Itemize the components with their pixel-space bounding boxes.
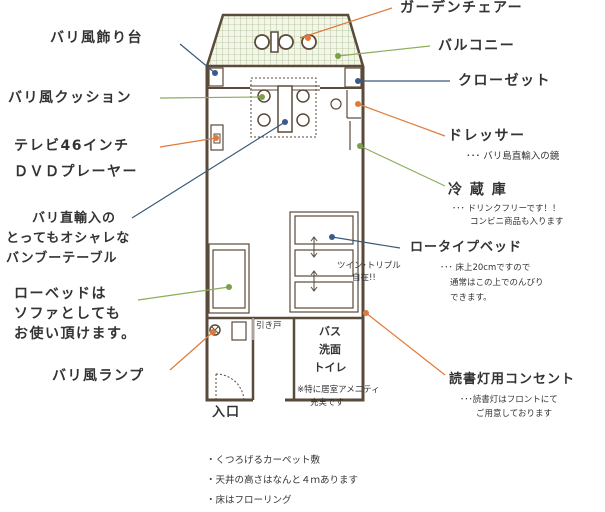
label-dvd: ＤＶＤプレーヤー <box>14 164 138 180</box>
footnote-2: ・天井の高さはなんと４ｍあります <box>206 475 359 486</box>
label-low-bed: ロータイプベッド <box>410 240 523 255</box>
low-bed-note-1: ･･･ 床上20cmですので <box>440 263 531 273</box>
marker-dot <box>357 143 363 149</box>
label-washroom: 洗面 <box>319 343 341 356</box>
garden-table <box>270 31 279 53</box>
label-sofa-2: ソファとしても <box>14 306 122 322</box>
garden-chair <box>254 34 270 50</box>
label-reading-outlet: 読書灯用コンセント <box>449 372 576 387</box>
marker-dot <box>335 53 341 59</box>
label-table-2: とってもオシャレな <box>6 231 131 246</box>
label-sofa-1: ローベッドは <box>14 286 107 302</box>
label-balcony: バルコニー <box>438 38 516 54</box>
label-bath: バス <box>319 325 341 338</box>
label-fridge: 冷 蔵 庫 <box>448 182 508 198</box>
twin-note-2: 自在!! <box>352 273 376 283</box>
marker-dot <box>355 78 361 84</box>
low-bed-frame <box>289 211 359 313</box>
marker-dot <box>363 310 369 316</box>
table-area <box>250 77 317 138</box>
reading-note-2: ご用意しております <box>476 409 552 419</box>
marker-dot <box>226 284 232 290</box>
entrance-door <box>215 373 245 401</box>
marker-dot <box>355 101 361 107</box>
label-entrance: 入口 <box>212 405 241 420</box>
amenity-note-2: 充実です <box>310 398 345 408</box>
label-garden-chair: ガーデンチェアー <box>400 0 524 16</box>
bamboo-table <box>277 85 293 133</box>
low-bed <box>294 249 354 277</box>
low-bed-note-2: 通常はこの上でのんびり <box>450 278 544 288</box>
label-bali-cushion: バリ風クッション <box>8 90 132 106</box>
label-sliding-door: 引き戸 <box>256 321 282 331</box>
outer-wall <box>205 66 253 402</box>
dresser-note: ･･･ バリ島直輸入の鏡 <box>466 151 560 162</box>
shoe-cabinet <box>231 321 247 341</box>
low-bed <box>294 281 354 309</box>
garden-chair <box>278 34 294 50</box>
cushion-seat <box>257 113 271 127</box>
marker-dot <box>259 94 265 100</box>
fridge-note-2: コンビニ商品も入ります <box>470 217 564 227</box>
label-bali-lamp: バリ風ランプ <box>52 368 145 384</box>
label-tv: テレビ46インチ <box>14 138 130 154</box>
cushion-seat <box>296 113 310 127</box>
label-bali-stand: バリ風飾り台 <box>50 30 143 46</box>
sofa-frame <box>208 243 250 314</box>
label-table-1: バリ直輸入の <box>32 211 117 226</box>
twin-note-1: ツイン･トリプル <box>337 261 401 271</box>
marker-dot <box>305 35 311 41</box>
label-closet: クローゼット <box>458 73 551 89</box>
footnote-1: ・くつろげるカーペット敷 <box>206 455 321 466</box>
label-dresser: ドレッサー <box>448 128 526 144</box>
marker-dot <box>329 234 335 240</box>
sofa-bed <box>212 249 246 309</box>
marker-dot <box>212 70 218 76</box>
marker-dot <box>282 119 288 125</box>
dresser-stool <box>330 98 342 110</box>
reading-note-1: ･･･読書灯はフロントにて <box>460 395 558 405</box>
marker-dot <box>213 135 219 141</box>
label-toilet: トイレ <box>313 361 347 374</box>
footnote-3: ・床はフローリング <box>206 495 292 506</box>
amenity-note-1: ※特に居室アメニティ <box>297 385 380 395</box>
closet-box <box>344 67 362 88</box>
cushion-seat <box>296 89 310 103</box>
low-bed-note-3: できます。 <box>450 293 492 303</box>
fridge-note-1: ･･･ ドリンクフリーです！！ <box>452 204 561 214</box>
marker-dot <box>210 329 216 335</box>
outer-wall <box>285 66 365 402</box>
label-sofa-3: お使い頂けます。 <box>14 326 137 342</box>
label-table-3: バンブーテーブル <box>6 251 118 266</box>
low-bed <box>294 215 354 245</box>
